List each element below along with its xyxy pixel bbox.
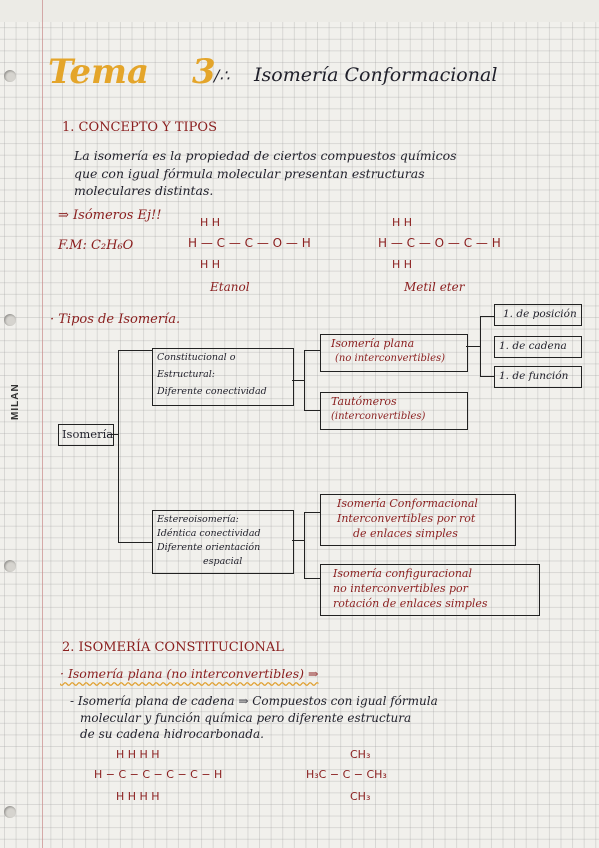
cadena-box: 1. de cadena — [494, 336, 582, 358]
configuracional-line: Isomería configuracional — [333, 567, 472, 580]
example-label: ⇒ Isómeros Ej!! — [58, 208, 162, 223]
tree-connector — [480, 376, 494, 377]
punch-hole — [4, 314, 16, 326]
conformacional-line: de enlaces simples — [353, 527, 458, 540]
etanol-top-h: H H — [200, 216, 221, 229]
conformacional-line: Interconvertibles por rot — [337, 512, 476, 525]
molecule-name-metileter: Metil eter — [404, 280, 465, 294]
isomeria-root-box: Isomería — [58, 424, 114, 446]
estereoisomeria-box: Estereoisomería: Idéntica conectividad D… — [152, 510, 294, 574]
configuracional-box: Isomería configuracional no interconvert… — [320, 564, 540, 616]
etanol-main-chain: H — C — C — O — H — [188, 236, 311, 250]
definition-line: moleculares distintas. — [74, 183, 214, 198]
tema-word: Tema — [48, 52, 150, 92]
butane-top-h: H H H H — [116, 748, 160, 761]
metileter-bottom-h: H H — [392, 258, 413, 271]
tree-connector — [304, 512, 305, 578]
formula-label: F.M: C₂H₆O — [58, 238, 134, 253]
tree-connector — [292, 380, 304, 381]
tree-connector — [304, 350, 320, 351]
tree-connector — [304, 350, 305, 410]
cadena-label: 1. de cadena — [499, 340, 567, 352]
tautomeros-line: (interconvertibles) — [331, 411, 426, 422]
punch-hole — [4, 70, 16, 82]
estereo-line: Diferente orientación — [157, 542, 261, 553]
tautomeros-line: Tautómeros — [331, 395, 397, 408]
isomeria-plana-box: Isomería plana (no interconvertibles) — [320, 334, 468, 372]
tema-number: 3 — [192, 52, 216, 92]
funcion-label: 1. de función — [499, 370, 569, 382]
estereo-line: espacial — [203, 556, 243, 567]
configuracional-line: no interconvertibles por — [333, 582, 468, 595]
conformacional-line: Isomería Conformacional — [337, 497, 478, 510]
configuracional-line: rotación de enlaces simples — [333, 597, 488, 610]
metileter-main-chain: H — C — O — C — H — [378, 236, 501, 250]
estereo-line: Estereoisomería: — [157, 514, 239, 525]
estereo-line: Idéntica conectividad — [157, 528, 261, 539]
cadena-text-line: molecular y función química pero diferen… — [80, 711, 412, 725]
metileter-top-h: H H — [392, 216, 413, 229]
tree-connector — [292, 540, 304, 541]
definition-line: La isomería es la propiedad de ciertos c… — [74, 148, 457, 163]
isobutane-top: CH₃ — [350, 748, 371, 761]
cadena-text-line: - Isomería plana de cadena ⇒ Compuestos … — [70, 694, 438, 708]
etanol-bottom-h: H H — [200, 258, 221, 271]
tree-connector — [118, 350, 152, 351]
definition-line: que con igual fórmula molecular presenta… — [74, 166, 425, 181]
margin-line — [42, 0, 43, 848]
constitucional-line: Constitucional o — [157, 352, 236, 363]
cadena-text-line: de su cadena hidrocarbonada. — [80, 727, 264, 741]
funcion-box: 1. de función — [494, 366, 582, 388]
constitucional-line: Diferente conectividad — [157, 386, 267, 397]
tipos-label: · Tipos de Isomería. — [50, 312, 181, 327]
tree-connector — [480, 316, 494, 317]
constitucional-box: Constitucional o Estructural: Diferente … — [152, 348, 294, 406]
page-title: Isomería Conformacional — [254, 64, 498, 86]
section2-heading: 2. ISOMERÍA CONSTITUCIONAL — [62, 640, 284, 655]
tree-connector — [466, 346, 480, 347]
posicion-box: 1. de posición — [494, 304, 582, 326]
plana-line: (no interconvertibles) — [335, 353, 446, 364]
section1-heading: 1. CONCEPTO Y TIPOS — [62, 120, 217, 135]
punch-hole — [4, 806, 16, 818]
tree-connector — [118, 350, 119, 542]
posicion-label: 1. de posición — [503, 308, 577, 320]
brand-label: MILAN — [10, 383, 21, 420]
tree-connector — [304, 410, 320, 411]
isobutane-bottom: CH₃ — [350, 790, 371, 803]
punch-hole — [4, 560, 16, 572]
section2-subheading: · Isomería plana (no interconvertibles) … — [60, 666, 319, 681]
conformacional-box: Isomería Conformacional Interconvertible… — [320, 494, 516, 546]
tree-connector — [118, 542, 152, 543]
page-top-edge — [0, 0, 599, 22]
isomeria-root-label: Isomería — [62, 427, 114, 441]
tree-connector — [304, 512, 320, 513]
tree-connector — [304, 578, 320, 579]
butane-bottom-h: H H H H — [116, 790, 160, 803]
butane-main-chain: H − C − C − C − C − H — [94, 768, 223, 781]
constitucional-line: Estructural: — [157, 369, 215, 380]
isobutane-main-chain: H₃C − C − CH₃ — [306, 768, 387, 781]
title-separator: /∴ — [214, 66, 230, 85]
tree-connector — [480, 316, 481, 376]
tautomeros-box: Tautómeros (interconvertibles) — [320, 392, 468, 430]
molecule-name-etanol: Etanol — [210, 280, 250, 294]
plana-line: Isomería plana — [331, 337, 415, 350]
